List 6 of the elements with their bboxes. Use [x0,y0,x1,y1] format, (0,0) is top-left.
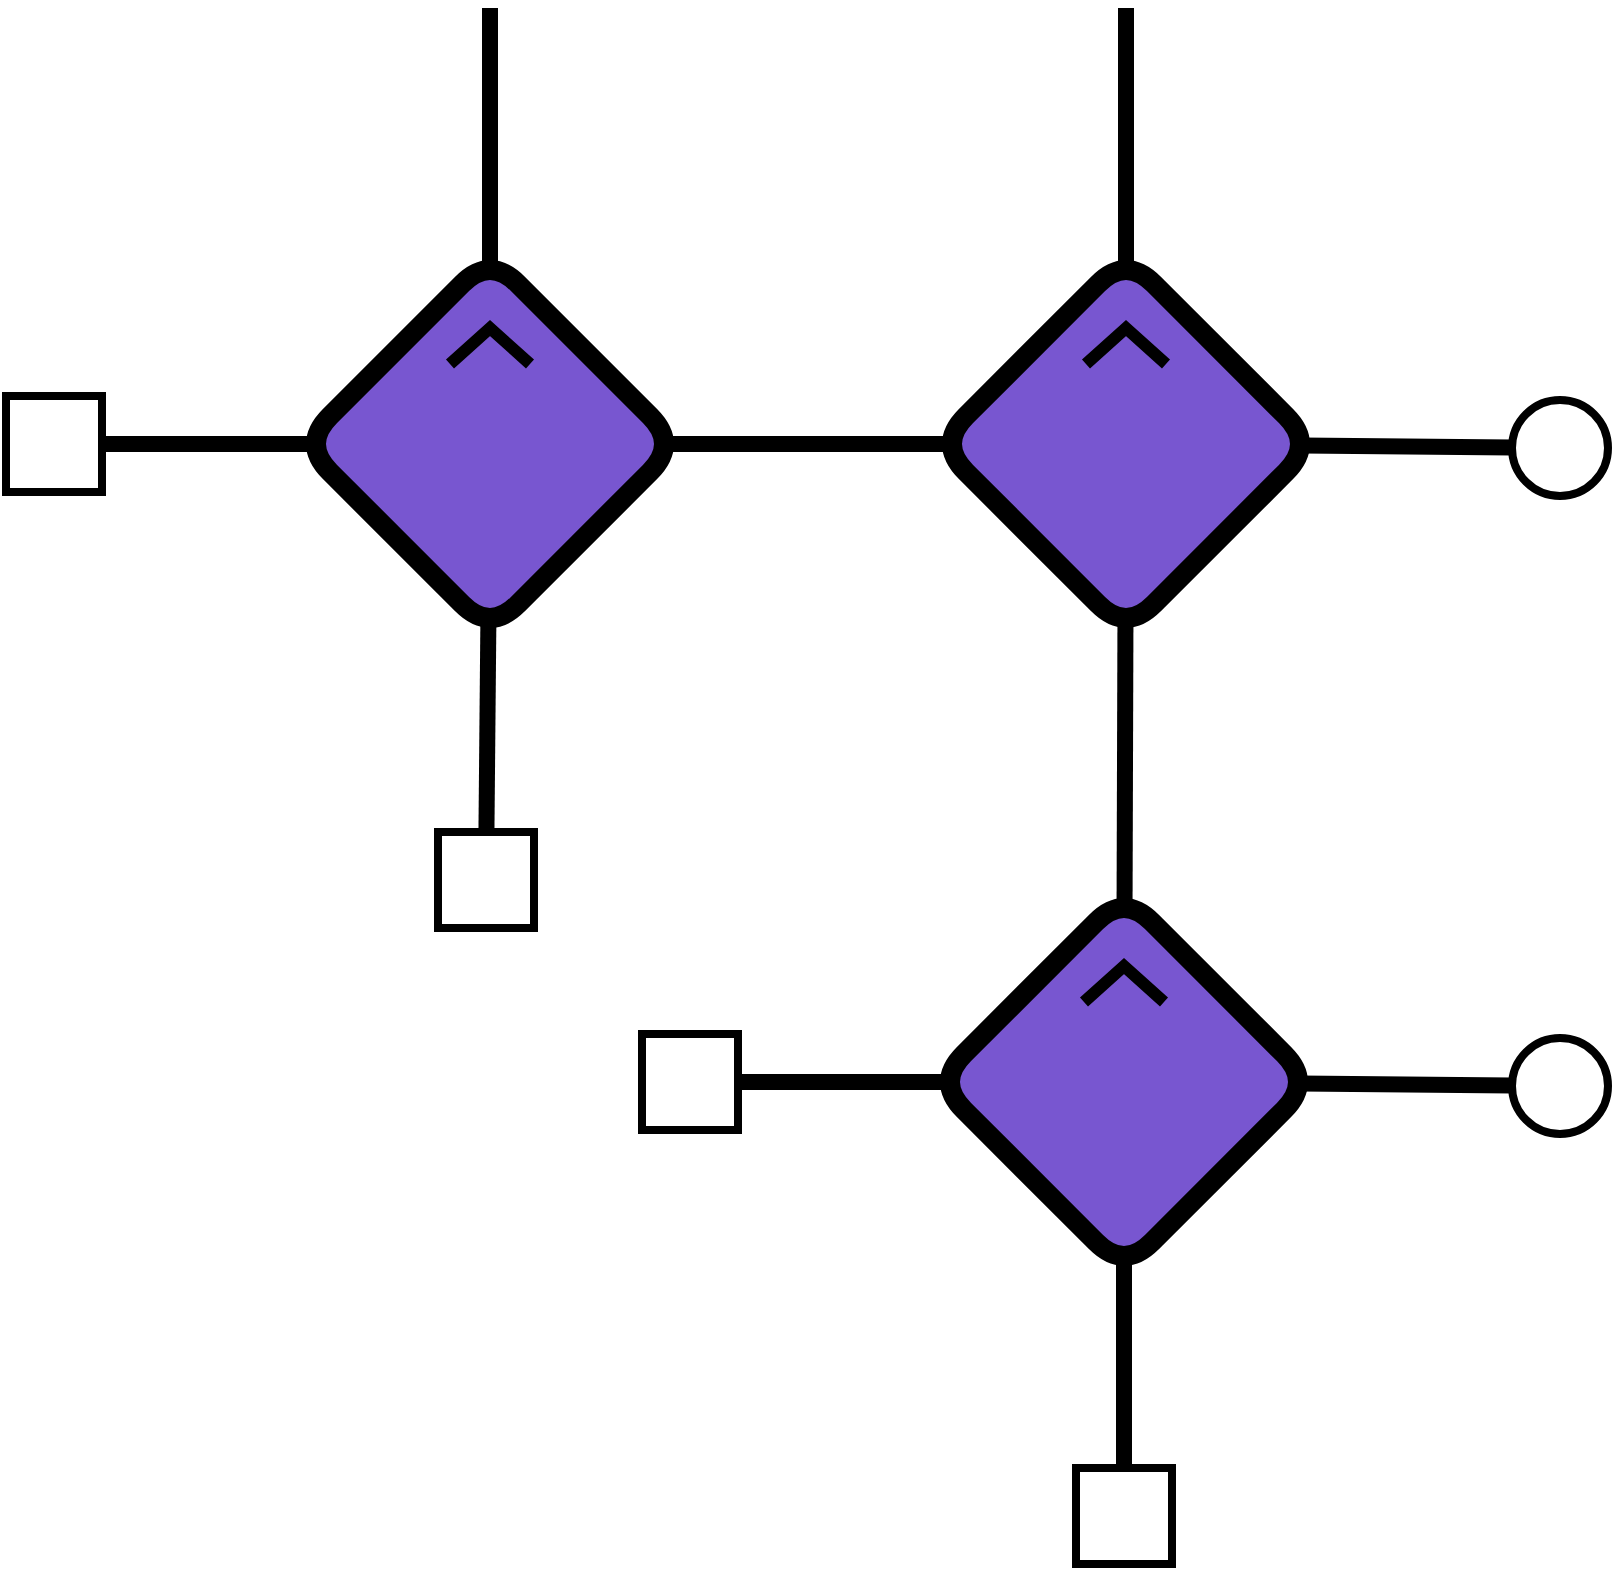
square-node [0,388,110,500]
square-node [1068,1460,1180,1572]
square-node [634,1026,746,1138]
square-node [430,824,542,936]
circle-node [1504,392,1616,504]
circle-node [1504,1030,1616,1142]
